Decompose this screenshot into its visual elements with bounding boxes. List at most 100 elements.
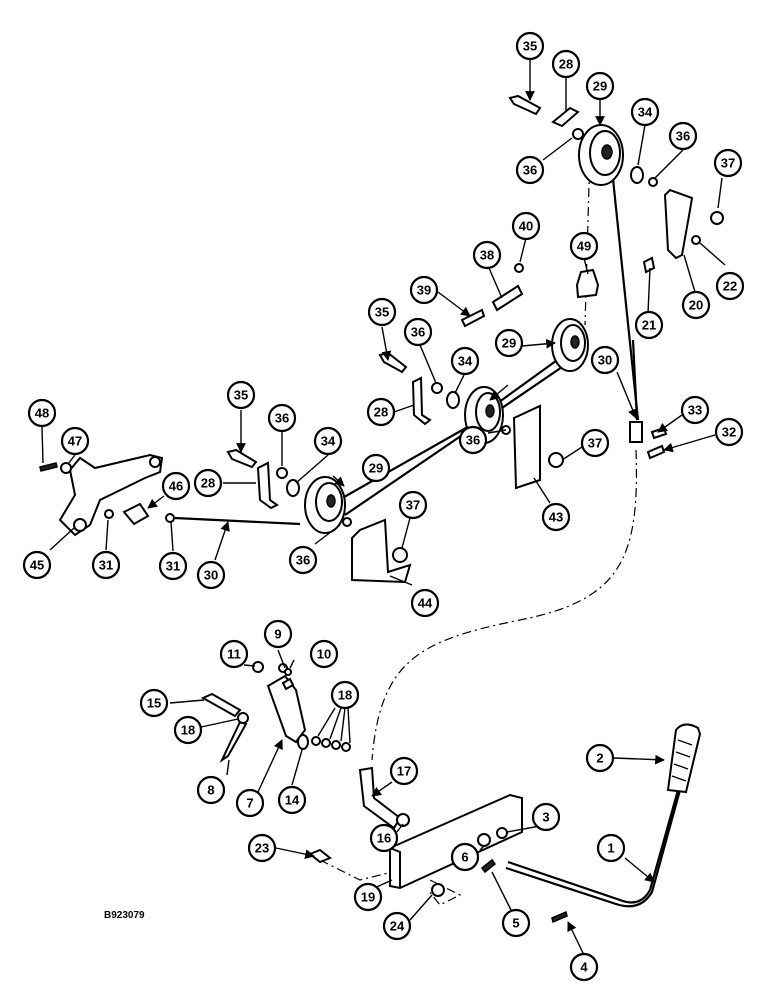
- nut: [691, 235, 701, 245]
- washer: [237, 712, 249, 724]
- callout-20: 20: [681, 290, 711, 320]
- callout-label: 34: [458, 354, 473, 369]
- callout-19: 19: [353, 882, 383, 912]
- callout-32: 32: [714, 417, 744, 447]
- washer: [276, 467, 288, 479]
- bushing: [297, 734, 309, 750]
- bushing: [446, 391, 460, 409]
- callout-label: 7: [246, 796, 253, 811]
- pulley-lower-left: [304, 476, 346, 534]
- lever-7: [266, 674, 307, 744]
- callout-label: 31: [166, 559, 180, 574]
- callout-label: 34: [321, 434, 336, 449]
- callout-2: 2: [585, 743, 615, 773]
- callout-44: 44: [410, 588, 440, 618]
- nut: [477, 833, 491, 847]
- pulley-top: [578, 124, 624, 186]
- bolt: [642, 256, 656, 274]
- bolt: [308, 848, 332, 864]
- callout-label: 17: [397, 764, 411, 779]
- callout-label: 11: [227, 647, 241, 662]
- washer: [431, 382, 443, 394]
- callout-6: 6: [450, 842, 480, 872]
- nut: [104, 509, 114, 519]
- plate-right: [663, 188, 694, 260]
- callout-40: 40: [511, 211, 541, 241]
- callout-label: 44: [418, 596, 433, 611]
- callout-36-left: 36: [267, 403, 297, 433]
- callout-label: 35: [523, 39, 537, 54]
- bracket-left: [256, 461, 279, 510]
- callout-label: 6: [461, 850, 468, 865]
- callout-9: 9: [263, 619, 293, 649]
- callout-21: 21: [634, 310, 664, 340]
- callout-label: 37: [588, 436, 602, 451]
- pin: [39, 462, 58, 472]
- nut: [392, 547, 408, 563]
- callout-label: 32: [722, 425, 736, 440]
- nut: [710, 211, 724, 225]
- callout-label: 38: [480, 248, 494, 263]
- callout-label: 37: [406, 498, 420, 513]
- callout-label: 23: [255, 841, 269, 856]
- washer: [311, 736, 321, 746]
- callout-label: 37: [721, 156, 735, 171]
- callout-8: 8: [196, 775, 226, 805]
- pin: [650, 426, 668, 440]
- callout-39: 39: [409, 275, 439, 305]
- callout-label: 29: [369, 461, 383, 476]
- washer: [60, 462, 72, 474]
- grip: [666, 723, 702, 794]
- callout-label: 8: [207, 783, 214, 798]
- cap: [575, 268, 600, 299]
- callout-3: 3: [531, 802, 561, 832]
- callout-label: 20: [689, 298, 703, 313]
- pin: [491, 284, 524, 312]
- handle-rod: [505, 788, 682, 908]
- washer: [496, 827, 508, 839]
- callout-label: 28: [201, 476, 215, 491]
- callout-15: 15: [139, 688, 169, 718]
- callout-label: 2: [596, 751, 603, 766]
- nut: [514, 263, 524, 273]
- bolt-left: [226, 448, 258, 469]
- callout-label: 30: [598, 353, 612, 368]
- callout-33: 33: [680, 395, 710, 425]
- callout-label: 14: [285, 793, 300, 808]
- callout-label: 24: [390, 919, 405, 934]
- callout-4: 4: [569, 952, 599, 982]
- callout-label: 10: [317, 647, 331, 662]
- washer: [342, 517, 352, 527]
- callout-label: 36: [275, 411, 289, 426]
- bushing: [286, 479, 300, 497]
- callout-28-top: 28: [551, 49, 581, 79]
- callout-14: 14: [277, 785, 307, 815]
- callout-label: 40: [519, 219, 533, 234]
- callout-1: 1: [596, 833, 626, 863]
- callout-label: 4: [580, 960, 588, 975]
- callout-label: 3: [542, 810, 549, 825]
- callout-48: 48: [27, 398, 57, 428]
- callout-36-mid: 36: [403, 317, 433, 347]
- callout-label: 22: [723, 279, 737, 294]
- leader-lines: [41, 60, 726, 956]
- bracket-44: [351, 518, 412, 584]
- callout-38: 38: [472, 240, 502, 270]
- washer: [341, 742, 351, 752]
- callout-5: 5: [501, 908, 531, 938]
- callout-36-center: 36: [458, 425, 488, 455]
- callout-28-mid: 28: [366, 397, 396, 427]
- callout-17: 17: [389, 756, 419, 786]
- callout-label: 46: [169, 479, 183, 494]
- callout-29-top: 29: [585, 71, 615, 101]
- pulley-middle-upper: [551, 318, 589, 372]
- bolt-mid: [378, 351, 408, 374]
- callout-label: 29: [593, 79, 607, 94]
- callout-22: 22: [715, 271, 745, 301]
- callout-label: 36: [296, 553, 310, 568]
- callout-29-mid: 29: [494, 328, 524, 358]
- bracket-mid: [411, 376, 432, 426]
- callout-36-right: 36: [668, 121, 698, 151]
- pin: [551, 910, 568, 924]
- bolt: [219, 720, 248, 763]
